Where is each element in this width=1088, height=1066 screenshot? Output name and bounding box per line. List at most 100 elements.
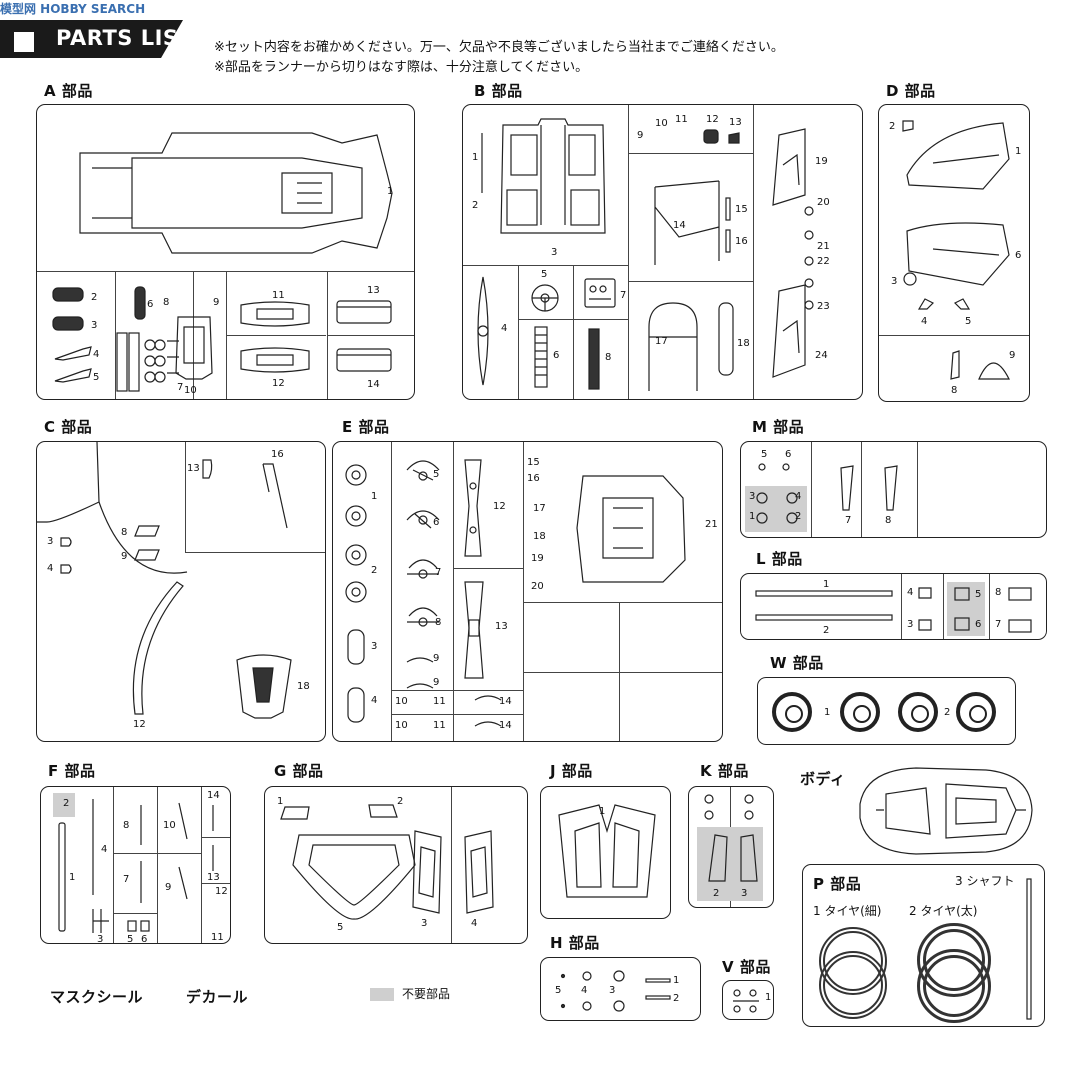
mask-seal-label: マスクシール	[50, 988, 144, 1006]
fender-arch-c12	[132, 581, 184, 715]
part-number: 6	[975, 619, 982, 630]
part-number: 15	[735, 204, 748, 215]
section-b-frame: 1 2 3 4 5 6 7 8 9 10 11 12 13 14 15 16 1…	[462, 104, 863, 400]
part-number: 12	[706, 114, 719, 125]
roll-cage-b17	[648, 302, 698, 391]
part-number: 2	[673, 993, 680, 1004]
section-j-frame: 1	[540, 786, 671, 919]
tire-thin-label: 1 タイヤ(細)	[813, 904, 882, 918]
part-number: 11	[675, 114, 688, 125]
wheel-w2b	[956, 692, 996, 732]
part-a4	[54, 346, 92, 361]
small-part-d3	[903, 272, 917, 286]
small-part-c8	[134, 525, 160, 537]
part-number: 3	[551, 247, 558, 258]
part-number: 4	[93, 349, 100, 360]
interior-tub-part	[500, 118, 606, 234]
part-number: 3	[91, 320, 98, 331]
fender-b19	[772, 128, 806, 206]
section-g-title: G 部品	[274, 762, 324, 780]
part-number: 19	[815, 156, 828, 167]
m-washers	[756, 463, 798, 524]
part-number: 20	[531, 581, 544, 592]
section-k-title: K 部品	[700, 762, 749, 780]
part-number: 12	[133, 719, 146, 730]
part-number: 1	[69, 872, 76, 883]
small-parts-f5-6	[127, 920, 150, 932]
part-number: 14	[499, 696, 512, 707]
part-number: 3	[749, 491, 756, 502]
part-number: 9	[165, 882, 172, 893]
part-number: 4	[47, 563, 54, 574]
fender-b24	[772, 284, 806, 378]
shaft-p3	[1026, 878, 1032, 1020]
section-m-frame: 5 6 3 4 1 2 7 8	[740, 441, 1047, 538]
part-number: 8	[123, 820, 130, 831]
part-number: 1	[371, 491, 378, 502]
seat-part-a10	[175, 316, 213, 380]
wheel-w1b	[840, 692, 880, 732]
small-part-d5	[953, 298, 971, 310]
engine-cover-c18	[236, 654, 292, 719]
section-g-frame: 1 2 5 3 4	[264, 786, 528, 944]
rod-f4	[92, 799, 94, 895]
part-number: 3	[907, 619, 914, 630]
hood-part-j1	[558, 804, 656, 898]
part-number: 24	[815, 350, 828, 361]
part-number: 3	[609, 985, 616, 996]
small-parts-l5-6	[954, 587, 970, 631]
part-number: 17	[655, 336, 668, 347]
part-number: 8	[121, 527, 128, 538]
body-label: ボディ	[800, 770, 846, 788]
part-a5	[54, 368, 92, 383]
grille-part	[534, 326, 548, 388]
section-p-title: P 部品	[813, 875, 862, 893]
part-number: 14	[673, 220, 686, 231]
decal-label: デカール	[186, 988, 249, 1006]
part-number: 21	[705, 519, 718, 530]
part-number: 10	[395, 696, 408, 707]
frame-b18	[718, 302, 734, 376]
part-number: 7	[123, 874, 130, 885]
part-number: 12	[493, 501, 506, 512]
header-square-icon	[14, 32, 34, 52]
side-panel-d6	[906, 222, 1010, 286]
part-number: 1	[673, 975, 680, 986]
arm-e12	[464, 459, 482, 557]
part-number: 10	[395, 720, 408, 731]
rod-f7	[140, 861, 142, 903]
part-number: 8	[605, 352, 612, 363]
part-number: 2	[795, 511, 802, 522]
part-number: 2	[713, 888, 720, 899]
small-part-d9	[978, 362, 1010, 380]
part-number: 8	[163, 297, 170, 308]
link-e9a	[406, 657, 434, 663]
part-number: 8	[435, 617, 442, 628]
part-number: 14	[367, 379, 380, 390]
h-washers	[560, 970, 625, 1012]
part-number: 1	[387, 186, 394, 197]
roll-bar-b14	[654, 180, 720, 265]
section-l-frame: 1 2 4 3 5 6 8 7	[740, 573, 1047, 640]
link-e14b	[474, 721, 502, 727]
part-number: 1	[823, 579, 830, 590]
part-number: 6	[1015, 250, 1022, 261]
suspension-arms-e5-8	[406, 460, 440, 627]
section-d-frame: 2 1 6 3 4 5 8 9	[878, 104, 1030, 402]
part-number: 23	[817, 301, 830, 312]
small-parts-l7-8	[1008, 587, 1032, 633]
section-k-frame: 2 3	[688, 786, 774, 908]
tire-thin-b	[819, 951, 887, 1019]
part-number: 3	[47, 536, 54, 547]
part-number: 6	[785, 449, 792, 460]
part-number: 17	[533, 503, 546, 514]
part-number: 3	[741, 888, 748, 899]
part-number: 1	[765, 992, 772, 1003]
part-number: 3	[421, 918, 428, 929]
steering-wheel-part	[531, 284, 559, 312]
part-number: 5	[127, 934, 134, 945]
small-part-b12	[703, 129, 719, 144]
part-number: 4	[371, 695, 378, 706]
strut-f9	[178, 866, 188, 900]
spring-f13	[212, 845, 214, 871]
